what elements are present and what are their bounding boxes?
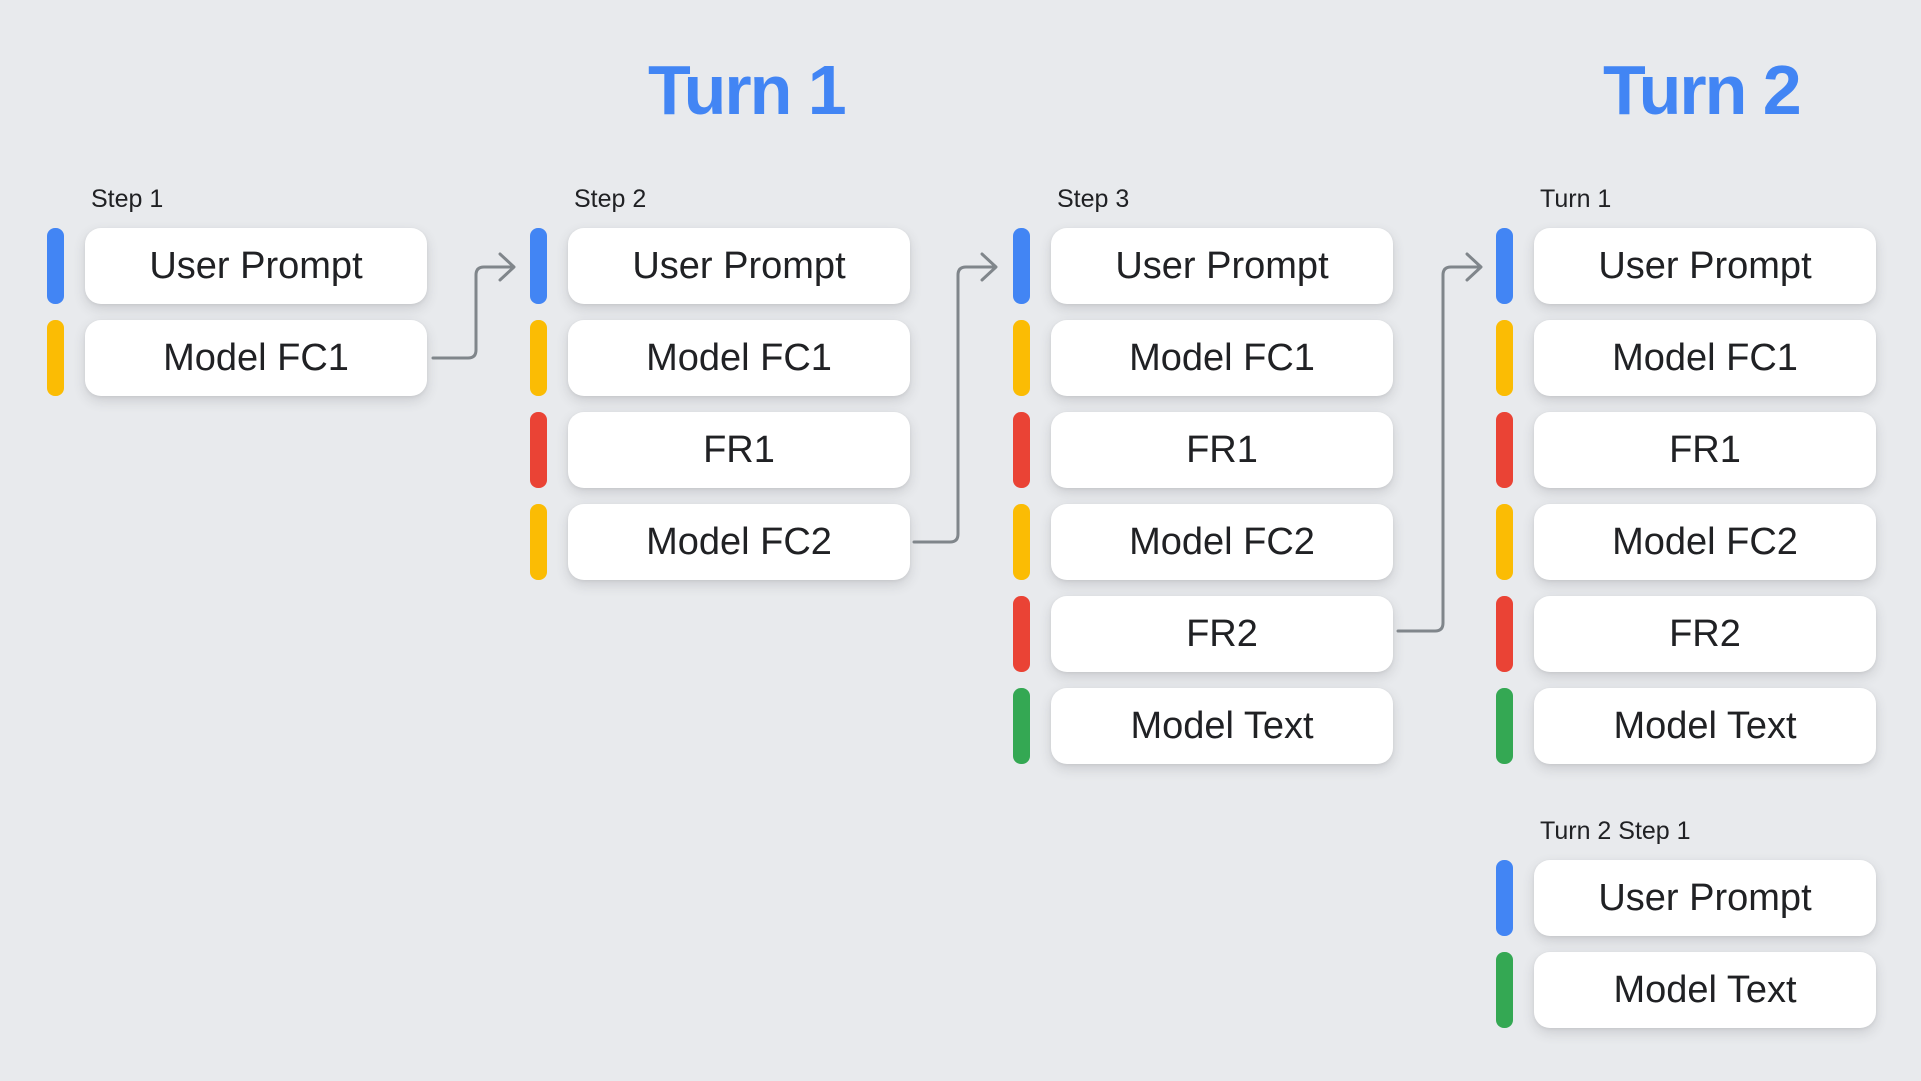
- group-label: Turn 1: [1540, 185, 1612, 213]
- function-response-card: FR2: [1051, 596, 1393, 672]
- model-fc-card: Model FC1: [1534, 320, 1876, 396]
- model-fc-bar: [1013, 504, 1030, 580]
- model-text-bar: [1496, 688, 1513, 764]
- function-response-bar: [1013, 412, 1030, 488]
- message-row: Model FC1: [1013, 320, 1393, 396]
- message-row: Model FC2: [1013, 504, 1393, 580]
- user-prompt-card: User Prompt: [85, 228, 427, 304]
- arrow-step2-to-step3: [912, 252, 998, 544]
- message-row: Model Text: [1496, 952, 1876, 1028]
- model-fc-bar: [47, 320, 64, 396]
- user-prompt-bar: [1496, 860, 1513, 936]
- message-row: FR2: [1013, 596, 1393, 672]
- model-text-bar: [1496, 952, 1513, 1028]
- message-row: FR2: [1496, 596, 1876, 672]
- model-fc-card: Model FC1: [1051, 320, 1393, 396]
- user-prompt-bar: [1496, 228, 1513, 304]
- model-text-card: Model Text: [1534, 688, 1876, 764]
- arrow-step1-to-step2: [431, 252, 516, 360]
- user-prompt-bar: [1013, 228, 1030, 304]
- arrowhead-icon: [498, 252, 516, 282]
- message-row: FR1: [530, 412, 910, 488]
- model-fc-bar: [1496, 320, 1513, 396]
- arrowhead-icon: [980, 252, 998, 282]
- function-response-bar: [530, 412, 547, 488]
- group-label: Step 2: [574, 185, 647, 213]
- arrowhead-icon: [1465, 252, 1483, 282]
- model-text-card: Model Text: [1534, 952, 1876, 1028]
- model-fc-card: Model FC1: [85, 320, 427, 396]
- message-row: Model FC2: [1496, 504, 1876, 580]
- user-prompt-card: User Prompt: [568, 228, 910, 304]
- function-response-bar: [1496, 412, 1513, 488]
- message-row: User Prompt: [530, 228, 910, 304]
- model-fc-card: Model FC2: [568, 504, 910, 580]
- arrow-step3-to-turn2: [1396, 252, 1483, 633]
- model-text-card: Model Text: [1051, 688, 1393, 764]
- model-text-bar: [1013, 688, 1030, 764]
- message-row: User Prompt: [1013, 228, 1393, 304]
- message-row: User Prompt: [47, 228, 427, 304]
- message-row: Model FC1: [530, 320, 910, 396]
- function-response-bar: [1496, 596, 1513, 672]
- function-response-bar: [1013, 596, 1030, 672]
- message-row: User Prompt: [1496, 228, 1876, 304]
- user-prompt-card: User Prompt: [1534, 228, 1876, 304]
- message-row: FR1: [1496, 412, 1876, 488]
- message-row: Model Text: [1496, 688, 1876, 764]
- model-fc-card: Model FC2: [1051, 504, 1393, 580]
- message-row: Model FC1: [47, 320, 427, 396]
- message-row: Model FC2: [530, 504, 910, 580]
- function-response-card: FR1: [568, 412, 910, 488]
- user-prompt-bar: [47, 228, 64, 304]
- message-row: User Prompt: [1496, 860, 1876, 936]
- group-label: Step 1: [91, 185, 164, 213]
- model-fc-bar: [530, 320, 547, 396]
- function-response-card: FR2: [1534, 596, 1876, 672]
- group-label: Step 3: [1057, 185, 1130, 213]
- function-response-card: FR1: [1534, 412, 1876, 488]
- turn-2-title: Turn 2: [1603, 51, 1802, 129]
- model-fc-card: Model FC1: [568, 320, 910, 396]
- user-prompt-card: User Prompt: [1534, 860, 1876, 936]
- message-row: FR1: [1013, 412, 1393, 488]
- user-prompt-card: User Prompt: [1051, 228, 1393, 304]
- model-fc-card: Model FC2: [1534, 504, 1876, 580]
- user-prompt-bar: [530, 228, 547, 304]
- turn-1-title: Turn 1: [648, 51, 847, 129]
- model-fc-bar: [1013, 320, 1030, 396]
- function-response-card: FR1: [1051, 412, 1393, 488]
- model-fc-bar: [1496, 504, 1513, 580]
- group-label: Turn 2 Step 1: [1540, 817, 1691, 845]
- message-row: Model Text: [1013, 688, 1393, 764]
- model-fc-bar: [530, 504, 547, 580]
- message-row: Model FC1: [1496, 320, 1876, 396]
